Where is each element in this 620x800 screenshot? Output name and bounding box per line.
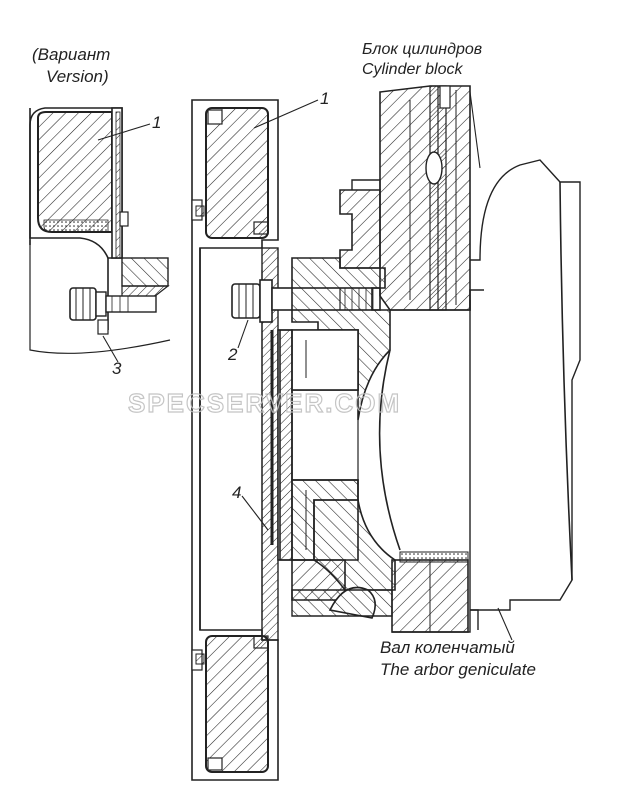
crankshaft-label-ru: Вал коленчатый — [380, 638, 515, 657]
crankshaft-body — [351, 159, 581, 633]
cylinder-block-label-ru: Блок цилиндров — [362, 41, 482, 58]
crankshaft-label-en: The arbor geniculate — [380, 660, 536, 679]
callout-3: 3 — [112, 359, 122, 378]
variant-label-ru: (Вариант — [32, 45, 110, 64]
callout-2: 2 — [227, 345, 238, 364]
cylinder-block-label-en: Cylinder block — [362, 61, 463, 78]
callout-1-variant: 1 — [152, 113, 161, 132]
flywheel-main — [191, 99, 279, 781]
callout-4: 4 — [232, 483, 241, 502]
leader-lines — [97, 91, 513, 641]
callout-1-main: 1 — [320, 89, 329, 108]
crankshaft-hub — [277, 189, 401, 619]
variant-label-en: Version) — [46, 67, 109, 86]
watermark-text: SPECSERVER.COM — [128, 388, 401, 418]
cylinder-block — [379, 85, 484, 633]
variant-inset — [29, 107, 171, 354]
text-labels: (Вариант Version) Блок цилиндров Cylinde… — [32, 41, 536, 679]
